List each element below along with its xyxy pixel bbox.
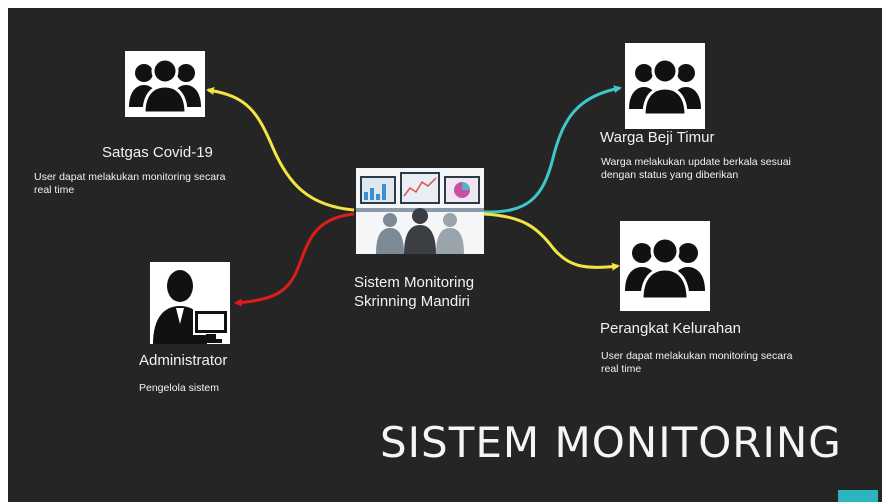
arrow-to-administrator [234,212,355,307]
warga-title: Warga Beji Timur [600,129,715,146]
admin-computer-icon [150,262,230,344]
satgas-desc: User dapat melakukan monitoring secara r… [34,171,225,197]
monitoring-workstation-icon [356,168,484,254]
group-users-icon [625,43,705,129]
arrow-to-warga [483,85,622,214]
accent-square [838,490,878,502]
perangkat-desc-line-1: User dapat melakukan monitoring secara [601,350,793,362]
slide-title: SISTEM MONITORING [380,418,842,467]
administrator-desc: Pengelola sistem [139,382,219,394]
warga-desc-line-2: dengan status yang diberikan [601,169,739,181]
center-title: Sistem Monitoring Skrinning Mandiri [354,273,474,311]
center-title-line-1: Sistem Monitoring [354,274,475,291]
warga-desc-line-1: Warga melakukan update berkala sesuai [601,156,791,168]
arrow-to-satgas [206,86,355,212]
perangkat-title: Perangkat Kelurahan [600,320,741,337]
slide: Satgas Covid-19 User dapat melakukan mon… [8,8,882,502]
connectors [206,85,622,307]
satgas-desc-line-1: User dapat melakukan monitoring secara [34,171,226,183]
group-users-icon [620,221,710,311]
arrow-to-perangkat [483,212,620,271]
satgas-desc-line-2: real time [34,184,75,196]
perangkat-desc: User dapat melakukan monitoring secara r… [601,350,792,376]
warga-desc: Warga melakukan update berkala sesuai de… [601,156,791,182]
satgas-title: Satgas Covid-19 [102,144,213,161]
center-title-line-2: Skrinning Mandiri [354,293,470,310]
administrator-title: Administrator [139,352,228,369]
group-users-icon [125,51,205,117]
perangkat-desc-line-2: real time [601,363,642,375]
